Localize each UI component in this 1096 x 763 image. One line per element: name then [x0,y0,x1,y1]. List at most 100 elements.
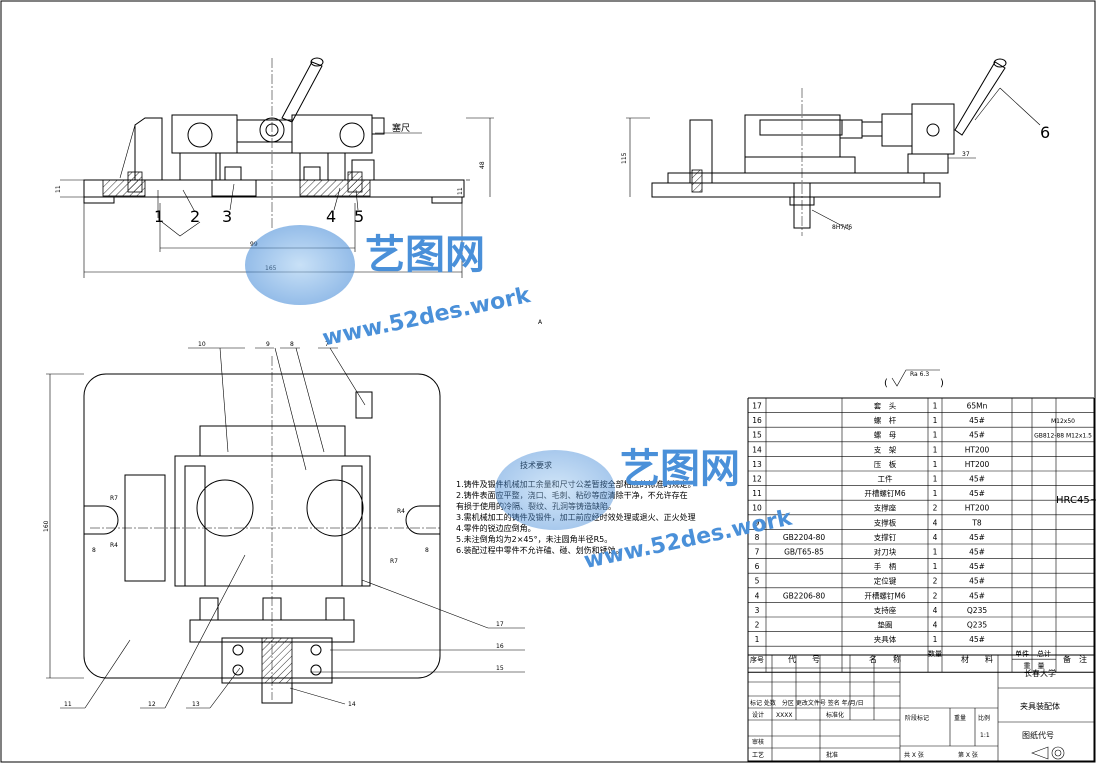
bom-header-qty: 数量 [928,649,942,658]
bom-note: GB812-88 M12x1.5 [1034,433,1092,440]
bom-no: 14 [752,445,762,454]
sheet-number: 第 X 张 [958,751,978,759]
balloon-6: 6 [1040,123,1050,142]
bom-code: GB2204-80 [783,533,826,542]
bom-material: 45# [969,475,985,484]
balloon-7: 7 [325,341,329,348]
roughness-value: Ra 6.3 [910,371,929,378]
balloon-5: 5 [354,207,364,226]
tech-line-7: 6.装配过程中零件不允许磕、碰、划伤和锈蚀。 [456,545,624,555]
bom-no: 2 [755,621,760,630]
dim-37: 37 [962,151,970,158]
bom-no: 5 [755,577,760,586]
svg-text:(: ( [884,378,888,389]
bom-name: 定位键 [874,576,897,586]
bom-no: 10 [752,504,762,513]
weight-label: 重量 [954,714,966,722]
top-view: 160 R7 R4 8 R7 R4 8 10 9 8 7 11 12 13 14… [43,341,525,709]
bom-qty: 1 [933,548,938,557]
dim-r4-left: R4 [110,542,118,549]
dim-11-left: 11 [55,185,62,193]
bom-header-code: 代 号 [788,654,820,664]
bom-qty: 2 [933,577,938,586]
dim-8h7: 8H7/f6 [832,224,852,231]
feeler-label: 塞尺 [392,122,410,134]
check-label: 审核 [752,738,764,746]
bom-material: HT200 [965,445,990,454]
balloon-13: 13 [192,701,200,708]
bom-name: 螺 母 [874,430,897,440]
bom-qty: 4 [933,621,938,630]
bom-material: HT200 [965,504,990,513]
bom-no: 11 [752,489,762,498]
bom-name: 手 柄 [874,561,897,571]
balloon-1: 1 [154,207,164,226]
bom-qty: 4 [933,606,938,615]
designer-name: XXXX [776,712,792,719]
bom-material: 45# [969,416,985,425]
bom-no: 17 [752,402,762,411]
approve-label: 批准 [826,751,838,759]
bom-no: 16 [752,416,762,425]
bom-header-material: 材 料 [961,654,993,664]
svg-text:): ) [940,378,944,389]
bom-name: 夹具体 [874,634,897,644]
view-label-a: A [538,319,543,326]
front-view: 塞尺 48 11 11 99 165 1 2 3 4 5 [55,57,494,278]
balloon-9: 9 [266,341,270,348]
balloon-10: 10 [198,341,206,348]
watermark-brand: 艺图网 [365,232,485,278]
bom-name: 支持座 [874,605,897,615]
bom-no: 9 [755,518,760,527]
bom-note: M12x50 [1051,418,1075,425]
bom-no: 7 [755,548,760,557]
bom-material: 45# [969,533,985,542]
drawing-code: 图纸代号 [1022,730,1054,740]
bom-material: 45# [969,635,985,644]
dim-8-right: 8 [425,547,429,554]
watermark-brand-2: 艺图网 [620,446,740,492]
bom-material: 45# [969,431,985,440]
dim-48: 48 [479,161,486,169]
bom-no: 3 [755,606,760,615]
bom-material: Q235 [967,621,987,630]
bom-code: GB/T65-85 [784,548,824,557]
bom-header-no: 序号 [750,655,764,664]
balloon-17: 17 [496,621,504,628]
bom-qty: 2 [933,591,938,600]
side-view: 115 37 8H7/f6 6 [621,58,1050,236]
dim-r7-left: R7 [110,495,118,502]
bom-qty: 1 [933,431,938,440]
scale-label: 比例 [978,714,990,722]
bom-qty: 1 [933,416,938,425]
bom-material: 65Mn [967,402,988,411]
bom-name: 螺 杆 [874,415,897,425]
dim-160: 160 [43,520,50,532]
dim-8-left: 8 [92,547,96,554]
drawing-name: 夹具装配体 [1020,701,1060,711]
bom-name: 支撑座 [874,503,897,513]
bom-qty: 1 [933,475,938,484]
bom-qty: 4 [933,533,938,542]
tech-line-6: 5.未注倒角均为2×45°，未注圆角半径R5。 [456,534,612,544]
watermark-url: www.52des.work [320,283,533,352]
bom-material: 45# [969,562,985,571]
balloon-4: 4 [326,207,336,226]
bom-name: 支撑钉 [874,532,897,542]
bom-header-weight: 重 量 [1024,662,1045,670]
bom-name: 工件 [878,474,893,484]
bom-header-single: 单件 [1015,649,1029,658]
bom-name: 支 架 [874,444,897,454]
scale-value: 1:1 [980,732,990,739]
bom-qty: 1 [933,562,938,571]
bom-name: 开槽螺钉M6 [864,590,905,600]
bom-no: 1 [755,635,760,644]
balloon-12: 12 [148,701,156,708]
bom-qty: 2 [933,504,938,513]
bom-qty: 1 [933,489,938,498]
balloon-15: 15 [496,665,504,672]
roughness-symbol: ( Ra 6.3 ) [884,369,944,389]
dim-r4-right: R4 [397,508,405,515]
dim-115: 115 [621,152,628,164]
